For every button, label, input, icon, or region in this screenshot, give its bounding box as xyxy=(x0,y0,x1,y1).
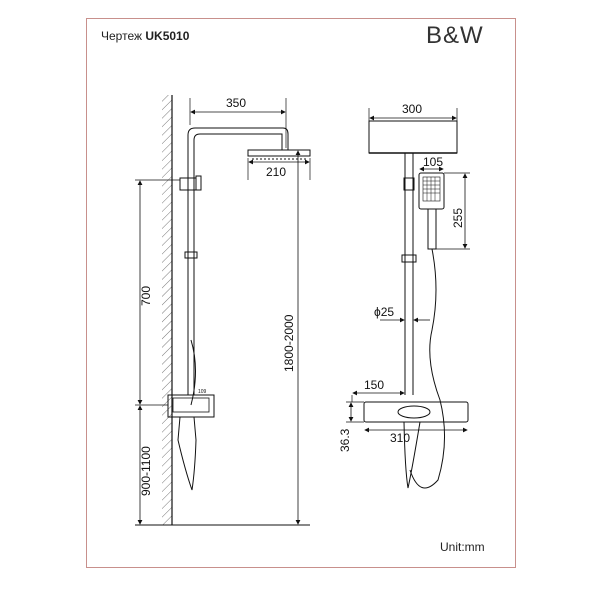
dim-pipe-diameter: ϕ25 xyxy=(374,305,394,319)
front-view: 300 105 255 ϕ25 150 310 36.3 xyxy=(338,102,470,489)
dim-front-head-width: 300 xyxy=(402,102,422,116)
dim-hand-width: 105 xyxy=(423,155,443,169)
shower-head xyxy=(247,149,311,157)
mixer-body xyxy=(167,394,215,418)
slider-clip xyxy=(184,251,198,259)
front-mixer-knob xyxy=(397,405,431,419)
brand-logo: B&W xyxy=(426,22,484,49)
side-view: 350 210 700 900-1100 1800-2000 109 xyxy=(135,95,311,526)
dim-mixer-width: 310 xyxy=(390,431,410,445)
riser-pipe xyxy=(187,178,195,395)
wall-hatch xyxy=(162,95,172,525)
front-mixer xyxy=(363,401,469,423)
front-slider xyxy=(401,254,417,263)
dim-bar-length: 700 xyxy=(139,286,153,306)
front-riser xyxy=(404,153,414,395)
model-number: UK5010 xyxy=(145,29,190,43)
front-bracket xyxy=(403,177,415,191)
dim-hand-length: 255 xyxy=(451,208,465,228)
front-hose xyxy=(409,248,445,489)
unit-label: Unit:mm xyxy=(440,540,485,554)
dim-mixer-depth: 36.3 xyxy=(338,428,352,452)
front-spout xyxy=(403,421,421,489)
shower-arm xyxy=(187,127,289,178)
spout-label: 109 xyxy=(198,389,207,395)
dim-head-width: 210 xyxy=(266,165,286,179)
dim-mixer-center: 150 xyxy=(364,378,384,392)
tub-spout xyxy=(177,416,197,491)
dim-arm-length: 350 xyxy=(226,96,246,110)
front-handle xyxy=(427,208,437,250)
drawing-title: Чертеж UK5010 xyxy=(101,29,189,43)
dim-total-height: 1800-2000 xyxy=(282,314,296,372)
title-prefix: Чертеж xyxy=(101,29,143,43)
hose-side xyxy=(190,339,196,406)
hand-holder xyxy=(195,175,202,191)
drawing-frame xyxy=(86,18,516,568)
mixer-panel xyxy=(172,397,210,413)
dim-mixer-height: 900-1100 xyxy=(139,446,153,496)
front-shower-head xyxy=(368,120,458,154)
